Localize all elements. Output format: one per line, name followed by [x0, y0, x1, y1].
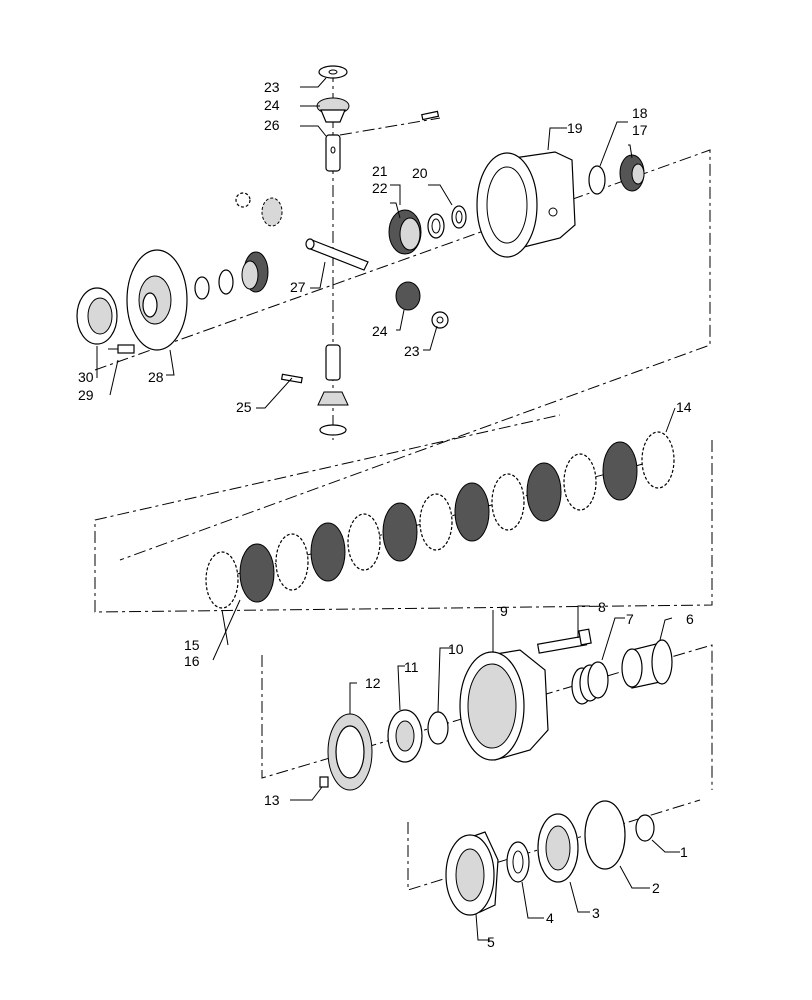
part-washer-21: [427, 213, 445, 239]
part-washer-left-b: [194, 276, 210, 300]
part-housing-9: [459, 649, 549, 761]
part-bearing-11: [387, 709, 423, 763]
part-thrust-plate-12: [327, 713, 373, 791]
part-ring-20: [451, 205, 467, 229]
part-spring-7: [571, 661, 609, 705]
part-diff-case-19: [476, 151, 576, 258]
callout-18: 18: [632, 105, 648, 121]
part-bolt-8: [536, 628, 592, 654]
callout-1: 1: [680, 844, 688, 860]
callout-13: 13: [264, 792, 280, 808]
part-sleeve-6: [621, 639, 673, 689]
callout-2: 2: [652, 880, 660, 896]
part-key-13: [319, 776, 329, 788]
section-frame-clutch-discs: [94, 414, 713, 613]
callout-21: 21: [372, 163, 388, 179]
callout-26: 26: [264, 117, 280, 133]
callout-28: 28: [148, 369, 164, 385]
part-shaft-lower: [325, 344, 341, 381]
part-ring-10: [427, 711, 449, 745]
pin-axis-line: [339, 117, 441, 136]
callout-10: 10: [448, 641, 464, 657]
part-o-ring-2: [584, 800, 626, 870]
callout-3: 3: [592, 905, 600, 921]
part-bearing-30: [76, 287, 118, 345]
part-washer-4: [506, 841, 530, 883]
callout-16: 16: [184, 653, 200, 669]
callout-23-right: 23: [404, 343, 420, 359]
part-washer-23-right: [431, 311, 449, 329]
callout-11: 11: [404, 659, 419, 675]
part-o-ring-1: [635, 814, 655, 842]
callout-22: 22: [372, 180, 388, 196]
leader-lines: [96, 77, 680, 941]
part-washer-lower: [319, 424, 347, 436]
part-roll-pin-top: [421, 110, 440, 121]
callout-14: 14: [676, 399, 692, 415]
callout-20: 20: [412, 165, 428, 181]
part-side-gear-22: [388, 209, 422, 255]
callout-4: 4: [546, 910, 554, 926]
part-bearing-5: [445, 831, 499, 916]
callout-24-right: 24: [372, 323, 388, 339]
part-washer-23-top: [318, 65, 348, 79]
part-diff-flange-28: [126, 249, 188, 351]
clutch-disc-stack: [205, 431, 675, 609]
callout-6: 6: [686, 611, 694, 627]
part-cross-shaft-27: [305, 238, 369, 271]
callout-29: 29: [78, 387, 94, 403]
part-bevel-gear-24-top: [316, 97, 350, 123]
part-gear-left-b: [261, 197, 283, 227]
callout-5: 5: [487, 934, 495, 950]
part-shaft-26: [325, 134, 341, 172]
callout-7: 7: [626, 611, 634, 627]
part-side-gear-left: [241, 251, 269, 293]
part-washer-left-a: [218, 269, 234, 295]
callout-25: 25: [236, 399, 252, 415]
part-piston-3: [537, 813, 579, 883]
callout-17: 17: [632, 122, 648, 138]
callout-labels: 1 2 3 4 5 6 7 8 9 10 11 12 13 14 15 16 1…: [78, 79, 694, 950]
callout-23-top: 23: [264, 79, 280, 95]
callout-19: 19: [567, 120, 583, 136]
callout-27: 27: [290, 279, 306, 295]
callout-24-top: 24: [264, 97, 280, 113]
part-bevel-gear-24-right: [395, 281, 421, 311]
part-bolt-29: [108, 344, 135, 354]
part-gear-left-a: [235, 192, 251, 208]
part-bevel-gear-lower: [317, 391, 349, 406]
callout-9: 9: [500, 603, 508, 619]
callout-30: 30: [78, 369, 94, 385]
part-snap-ring-18: [588, 165, 606, 195]
part-gear-17: [619, 154, 645, 192]
section-frame-differential: [94, 149, 711, 561]
callout-8: 8: [598, 599, 606, 615]
callout-12: 12: [365, 675, 381, 691]
callout-15: 15: [184, 637, 200, 653]
